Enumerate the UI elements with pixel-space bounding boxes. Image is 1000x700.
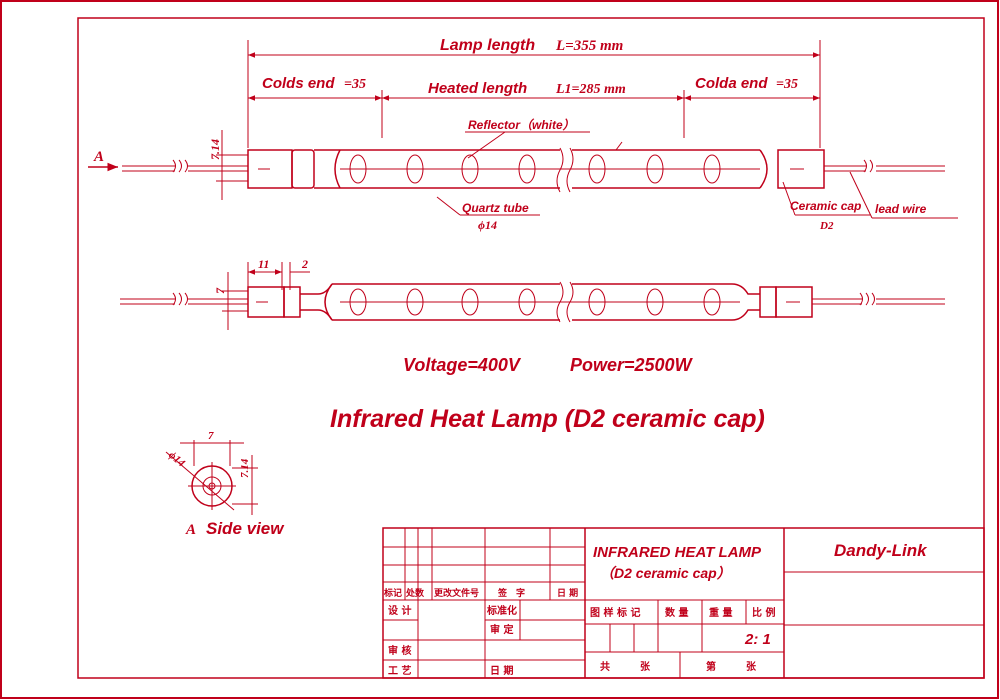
voltage-spec: Voltage=400V: [403, 355, 522, 375]
side-dim-7: 7: [208, 430, 214, 442]
reflector-label: Reflector（white）: [468, 118, 575, 132]
rev-header-sign: 签 字: [497, 587, 525, 599]
lamp-length-value: L=355 mm: [555, 38, 623, 54]
scale-value: 2: 1: [744, 631, 771, 648]
colda-end-label: Colda end: [695, 75, 768, 92]
info-header-weight: 重 量: [709, 606, 732, 619]
dim-7-14-top: 7.14: [208, 139, 222, 160]
dim-2: 2: [301, 257, 308, 271]
design-label: 设 计: [388, 604, 411, 617]
view-marker-a: A: [93, 149, 104, 165]
lower-lamp: 11 2 7: [120, 257, 945, 330]
lead-wire-label: lead wire: [875, 202, 927, 216]
colds-end-dimension: Colds end =35: [248, 75, 383, 138]
inner-border: [77, 17, 985, 679]
side-dim-phi14: ϕ14: [166, 449, 187, 470]
info-header-scale: 比 例: [752, 606, 775, 619]
side-view-label: Side view: [206, 519, 285, 538]
colda-end-dimension: Colda end =35: [684, 75, 820, 101]
lamp-length-label: Lamp length: [440, 37, 535, 54]
ceramic-cap-label: Ceramic cap: [790, 199, 861, 213]
company-name: Dandy-Link: [834, 541, 928, 560]
title-block: 标记 处数 更改文件号 签 字 日 期 设 计 标准化 审 定 审 核 工 艺 …: [382, 527, 985, 679]
total-sheets: 共 张: [600, 660, 651, 673]
upper-lamp: A 7.14: [88, 118, 958, 232]
process-label: 工 艺: [388, 664, 411, 677]
rev-header-count: 处数: [405, 587, 425, 599]
product-name-line2: （D2 ceramic cap）: [600, 565, 731, 581]
quartz-tube-label: Quartz tube: [462, 201, 529, 215]
audit-label: 审 核: [388, 644, 411, 657]
info-header-pattern: 图 样 标 记: [590, 606, 640, 619]
dim-11: 11: [258, 257, 269, 271]
standardization-label: 标准化: [486, 604, 517, 617]
rev-header-doc: 更改文件号: [434, 587, 479, 599]
lamp-length-dimension: Lamp length L=355 mm: [247, 37, 821, 148]
side-dim-7-14: 7.14: [239, 458, 251, 478]
date-label: 日 期: [490, 664, 513, 677]
review-label: 审 定: [490, 623, 513, 636]
heated-length-value: L1=285 mm: [555, 82, 626, 97]
heated-length-label: Heated length: [428, 80, 527, 97]
dim-7-lower: 7: [213, 287, 227, 294]
side-view-marker: A: [185, 522, 196, 538]
ceramic-cap-sub: D2: [819, 220, 834, 232]
colda-end-value: =35: [776, 77, 798, 92]
colds-end-value: =35: [344, 77, 366, 92]
side-view: 7 7.14 ϕ14 A Side view: [165, 430, 285, 538]
power-spec: Power=2500W: [570, 355, 694, 375]
quartz-tube-diameter: ϕ14: [478, 218, 497, 232]
info-header-qty: 数 量: [665, 606, 688, 619]
heated-length-dimension: Heated length L1=285 mm: [382, 80, 685, 138]
drawing-title: Infrared Heat Lamp (D2 ceramic cap): [330, 405, 765, 433]
colds-end-label: Colds end: [262, 75, 335, 92]
sheet-number: 第 张: [706, 660, 757, 673]
rev-header-date: 日 期: [557, 587, 578, 599]
product-name-line1: INFRARED HEAT LAMP: [593, 544, 762, 561]
rev-header-mark: 标记: [383, 587, 402, 599]
